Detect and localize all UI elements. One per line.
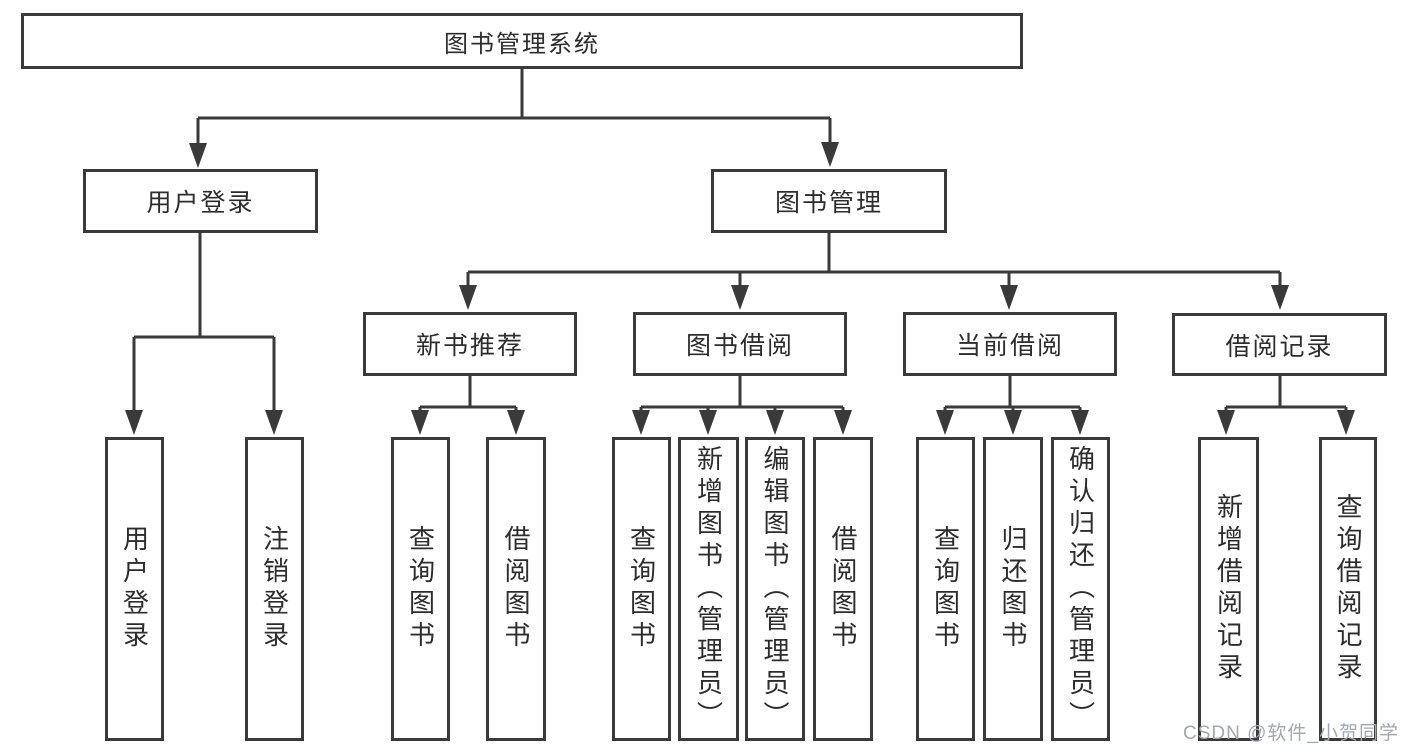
leaf-add-books-admin: 新增图书（管理员）: [678, 437, 739, 741]
leaf-query-books-borrow: 查询图书: [612, 437, 671, 741]
node-borrow-records: 借阅记录: [1172, 313, 1387, 376]
leaf-borrow-books-recommend: 借阅图书: [486, 437, 546, 741]
node-book-borrow: 图书借阅: [633, 312, 847, 376]
leaf-query-borrow-record: 查询借阅记录: [1319, 437, 1377, 741]
leaf-query-books-current: 查询图书: [916, 437, 975, 741]
node-new-book-recommend: 新书推荐: [363, 312, 577, 376]
node-book-management: 图书管理: [711, 169, 947, 233]
leaf-return-books: 归还图书: [983, 437, 1043, 741]
node-user-login: 用户登录: [83, 169, 318, 233]
csdn-watermark: CSDN @软件_小贺同学: [1183, 723, 1399, 744]
leaf-query-books-recommend: 查询图书: [391, 437, 450, 741]
leaf-confirm-return-admin: 确认归还（管理员）: [1051, 437, 1110, 741]
leaf-add-borrow-record: 新增借阅记录: [1198, 437, 1259, 741]
node-root-system: 图书管理系统: [21, 13, 1023, 69]
leaf-edit-books-admin: 编辑图书（管理员）: [745, 437, 805, 741]
leaf-user-login: 用户登录: [105, 437, 164, 741]
node-current-borrow: 当前借阅: [903, 312, 1117, 376]
leaf-borrow-books: 借阅图书: [813, 437, 873, 741]
leaf-logout: 注销登录: [245, 437, 304, 741]
